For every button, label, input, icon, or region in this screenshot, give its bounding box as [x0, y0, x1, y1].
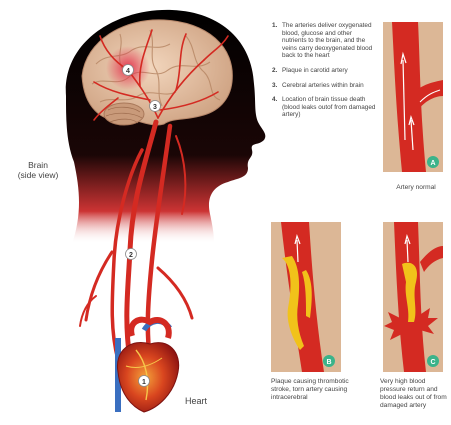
svg-text:2: 2 [129, 252, 133, 259]
heart-label: Heart [176, 396, 216, 406]
legend-item: 2.Plaque in carotid artery [272, 67, 377, 75]
svg-text:C: C [430, 359, 435, 366]
svg-text:4: 4 [126, 68, 130, 75]
legend-number: 1. [272, 22, 282, 60]
legend-number: 3. [272, 82, 282, 90]
legend-item: 1.The arteries deliver oxygenated blood,… [272, 22, 377, 60]
marker-3: 3 [150, 101, 161, 112]
panel-b-plaque-artery: B [271, 222, 341, 372]
brain-label-sub: (side view) [10, 170, 66, 180]
legend-list: 1.The arteries deliver oxygenated blood,… [272, 22, 377, 126]
marker-1: 1 [139, 376, 150, 387]
legend-item: 3.Cerebral arteries within brain [272, 82, 377, 90]
panel-c-leaking-artery: C [383, 222, 443, 372]
legend-text: Plaque in carotid artery [282, 67, 348, 75]
marker-4: 4 [123, 65, 134, 76]
brain-label-title: Brain [10, 160, 66, 170]
legend-text: Location of brain tissue death (blood le… [282, 96, 377, 119]
legend-item: 4.Location of brain tissue death (blood … [272, 96, 377, 119]
svg-text:A: A [430, 160, 435, 167]
brain-label: Brain (side view) [10, 160, 66, 180]
legend-number: 2. [272, 67, 282, 75]
legend-number: 4. [272, 96, 282, 119]
svg-text:3: 3 [153, 104, 157, 111]
caption-b: Plaque causing thrombotic stroke, torn a… [271, 378, 355, 402]
svg-text:1: 1 [142, 379, 146, 386]
caption-c: Very high blood pressure return and bloo… [380, 378, 448, 410]
marker-2: 2 [126, 249, 137, 260]
svg-text:B: B [326, 359, 331, 366]
panel-a-normal-artery: A [383, 22, 443, 172]
caption-a: Artery normal [385, 184, 447, 192]
legend-text: Cerebral arteries within brain [282, 82, 364, 90]
legend-text: The arteries deliver oxygenated blood, g… [282, 22, 377, 60]
